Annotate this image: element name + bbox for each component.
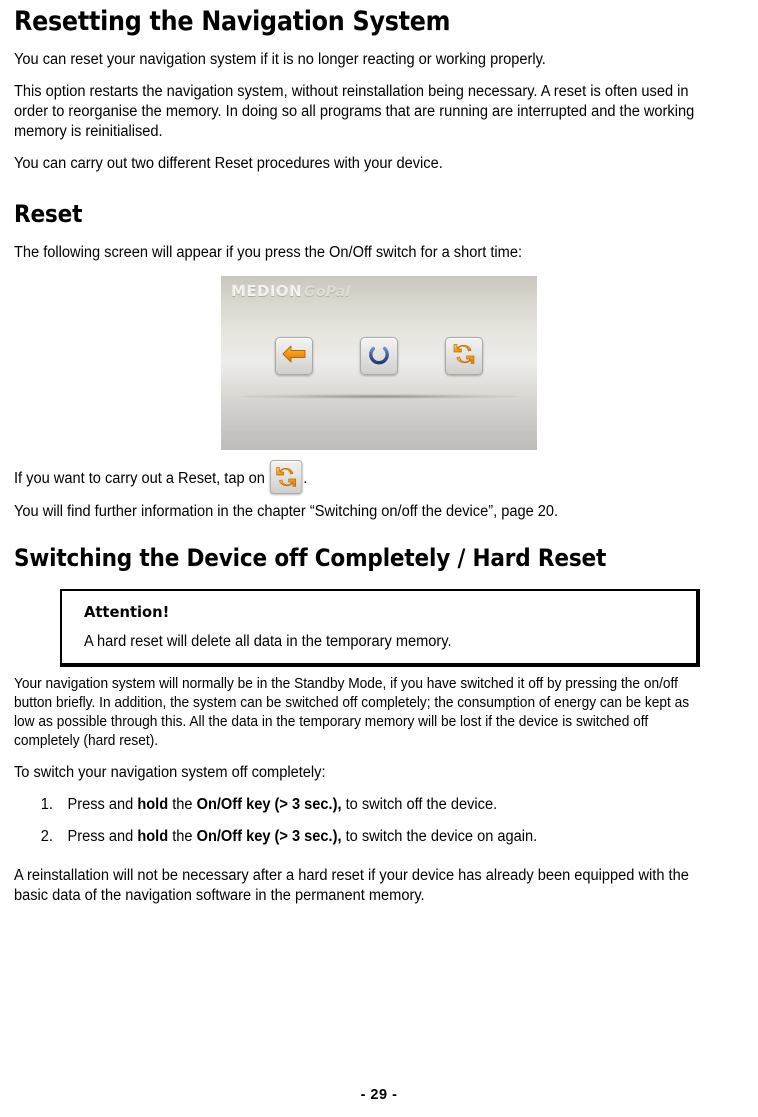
power-icon (367, 342, 391, 371)
step-bold-hold: hold (137, 827, 169, 845)
back-arrow-icon (281, 343, 307, 370)
step-bold-hold: hold (137, 795, 169, 813)
tap-instruction: If you want to carry out a Reset, tap on… (14, 460, 711, 495)
product-text: GoPal (303, 284, 351, 301)
intro-paragraph-1: You can reset your navigation system if … (14, 51, 546, 69)
list-item: Press and hold the On/Off key (> 3 sec.)… (14, 827, 711, 847)
brand-text: MEDION (231, 282, 302, 301)
list-item: Press and hold the On/Off key (> 3 sec.)… (14, 795, 711, 815)
page-title: Resetting the Navigation System (14, 6, 451, 37)
hard-reset-paragraph-2: To switch your navigation system off com… (14, 763, 326, 781)
device-button-row (221, 337, 537, 376)
attention-text: A hard reset will delete all data in the… (84, 633, 452, 651)
device-reset-button[interactable] (445, 337, 483, 376)
screen-reflection (239, 394, 519, 400)
tap-instruction-period: . (303, 470, 308, 488)
section-heading-hard-reset: Switching the Device off Completely / Ha… (14, 544, 607, 573)
page-number: - 29 - (360, 1087, 398, 1103)
step-text-middle: the (168, 827, 197, 845)
inline-reset-icon[interactable] (269, 460, 303, 495)
reset-lead-in: The following screen will appear if you … (14, 243, 523, 261)
page-footer: - 29 - (0, 1087, 758, 1103)
step-text-before: Press and (67, 827, 138, 845)
attention-title: Attention! (84, 603, 170, 622)
attention-box: Attention! A hard reset will delete all … (60, 589, 700, 667)
section-heading-reset: Reset (14, 199, 83, 228)
device-back-button[interactable] (275, 337, 313, 376)
step-text-middle: the (168, 795, 197, 813)
reset-icon (451, 341, 477, 372)
cross-reference: You will find further information in the… (14, 503, 559, 521)
tap-instruction-text: If you want to carry out a Reset, tap on (14, 470, 265, 488)
step-bold-key: On/Off key (> 3 sec.), (196, 795, 342, 813)
step-bold-key: On/Off key (> 3 sec.), (196, 827, 342, 845)
hard-reset-paragraph-1: Your navigation system will normally be … (14, 675, 690, 749)
intro-paragraph-3: You can carry out two different Reset pr… (14, 154, 443, 172)
step-text-after: to switch the device on again. (341, 827, 538, 845)
hard-reset-steps: Press and hold the On/Off key (> 3 sec.)… (14, 795, 744, 847)
intro-paragraph-2: This option restarts the navigation syst… (14, 83, 695, 140)
step-text-before: Press and (67, 795, 138, 813)
step-text-after: to switch off the device. (341, 795, 498, 813)
closing-paragraph: A reinstallation will not be necessary a… (14, 867, 689, 905)
device-power-button[interactable] (360, 337, 398, 376)
